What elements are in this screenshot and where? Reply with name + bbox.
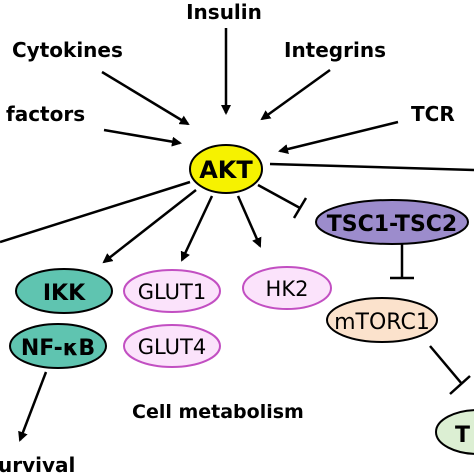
inhibit-akt-tsc — [257, 183, 301, 210]
line-akt-left-offpage — [0, 180, 191, 244]
arrow-akt-glut1 — [180, 195, 214, 262]
tsc-node — [315, 199, 469, 245]
partial-node — [435, 409, 474, 455]
tcr-label: TCR — [411, 102, 455, 126]
insulin-label: Insulin — [186, 0, 262, 24]
glut1-label: GLUT1 — [138, 280, 207, 304]
inhibit-akt-tsc-bar — [292, 197, 308, 219]
cytokines-label: Cytokines — [12, 38, 123, 62]
nfkb-node — [9, 323, 107, 369]
arrow-akt-hk2 — [236, 195, 262, 248]
glut1-node — [123, 269, 221, 313]
glut4-node — [123, 324, 221, 368]
arrow-tcr-akt — [278, 120, 399, 154]
arrow-integrins-akt — [260, 68, 331, 121]
glut4-label: GLUT4 — [138, 335, 207, 359]
akt-label: AKT — [199, 156, 253, 184]
arrow-nfkb-survival — [18, 371, 48, 442]
line-akt-right-offpage — [269, 162, 474, 172]
arrow-akt-ikk — [102, 189, 197, 264]
partial-node-label: T — [455, 423, 470, 448]
tsc-label: TSC1-TSC2 — [327, 212, 458, 237]
factors-label: factors — [6, 102, 85, 126]
mtorc1-label: mTORC1 — [334, 310, 430, 335]
inhibit-mtorc1-offpage-bar — [449, 375, 471, 395]
ikk-label: IKK — [43, 281, 86, 306]
cell-metabolism-label: Cell metabolism — [132, 401, 304, 423]
arrow-cytokines-akt — [101, 70, 190, 126]
inhibit-mtorc1-offpage — [429, 345, 463, 385]
nfkb-label: NF-κB — [21, 336, 95, 361]
akt-node — [189, 144, 263, 194]
hk2-node — [242, 266, 332, 310]
survival-label: urvival — [0, 453, 75, 474]
hk2-label: HK2 — [266, 277, 309, 301]
mtorc1-node — [326, 297, 438, 343]
integrins-label: Integrins — [284, 38, 386, 62]
ikk-node — [15, 268, 113, 314]
arrow-factors-akt — [103, 128, 182, 147]
